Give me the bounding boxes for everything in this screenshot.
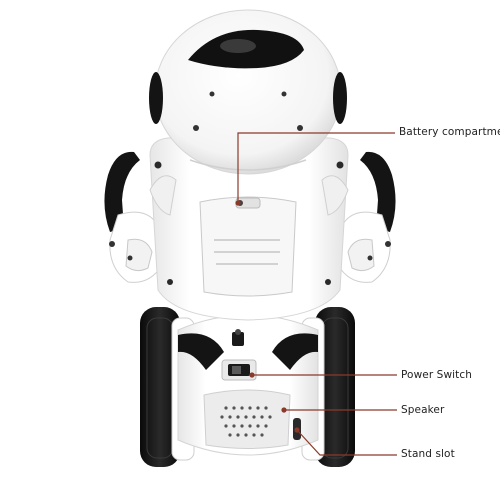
speaker-grille	[203, 389, 291, 449]
battery-compartment	[199, 196, 297, 297]
leader-speaker	[281, 407, 397, 413]
right-arm	[337, 151, 396, 283]
callout-leaders	[235, 132, 397, 456]
power-switch	[221, 359, 257, 381]
left-arm	[104, 151, 163, 283]
label-battery-compartment: Battery compartment	[399, 126, 500, 138]
leader-power	[249, 372, 397, 378]
label-speaker: Speaker	[401, 404, 445, 416]
label-stand-slot: Stand slot	[401, 448, 455, 460]
leader-battery	[235, 132, 395, 206]
label-power-switch: Power Switch	[401, 369, 472, 381]
leader-stand	[294, 427, 397, 456]
